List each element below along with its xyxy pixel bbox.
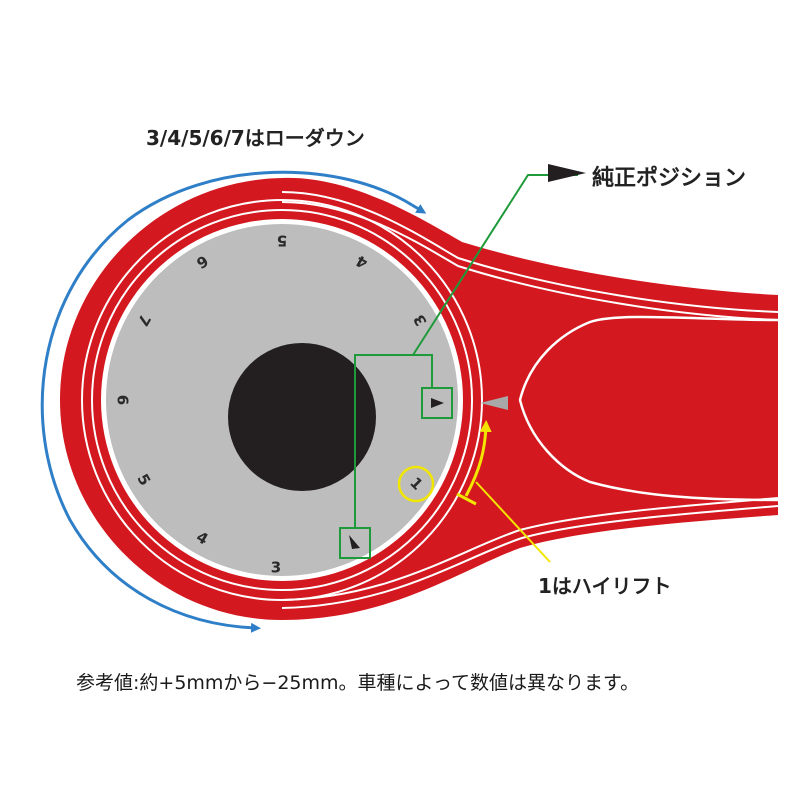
dial-number: 6: [114, 395, 132, 405]
arm-inner-cutout-outline: [518, 315, 779, 502]
hub: [228, 343, 376, 491]
stock-marker-box-upper: [421, 387, 453, 419]
dial-ring-mid: [91, 209, 473, 591]
hilift-highlight-circle: [397, 465, 435, 503]
arm-outline-outer: [281, 191, 779, 313]
lowdown-label: 3/4/5/6/7はローダウン: [146, 126, 365, 150]
arm-outline-lower-2: [281, 505, 779, 609]
hilift-arrow: [464, 420, 492, 497]
dial-ring-outer: [81, 199, 483, 601]
hilift-label: 1はハイリフト: [538, 574, 672, 598]
lowdown-arrow-head-top: [411, 203, 427, 214]
reference-note: 参考値:約+5mmから−25mm。車種によって数値は異なります。: [76, 672, 640, 694]
stock-label-triangle-icon: [548, 164, 586, 182]
triangle-right-icon: [431, 398, 444, 408]
dial-number: 5: [277, 232, 287, 250]
hilift-leader-line: [475, 481, 551, 563]
lowdown-arrow: [40, 170, 413, 633]
hilift-stop-tick: [456, 492, 477, 506]
triangle-right-icon-lower: [349, 535, 360, 549]
stock-position-label: 純正ポジション: [592, 166, 747, 191]
dial-number: 3: [271, 559, 281, 577]
triangle-pointer-icon: [480, 396, 508, 410]
